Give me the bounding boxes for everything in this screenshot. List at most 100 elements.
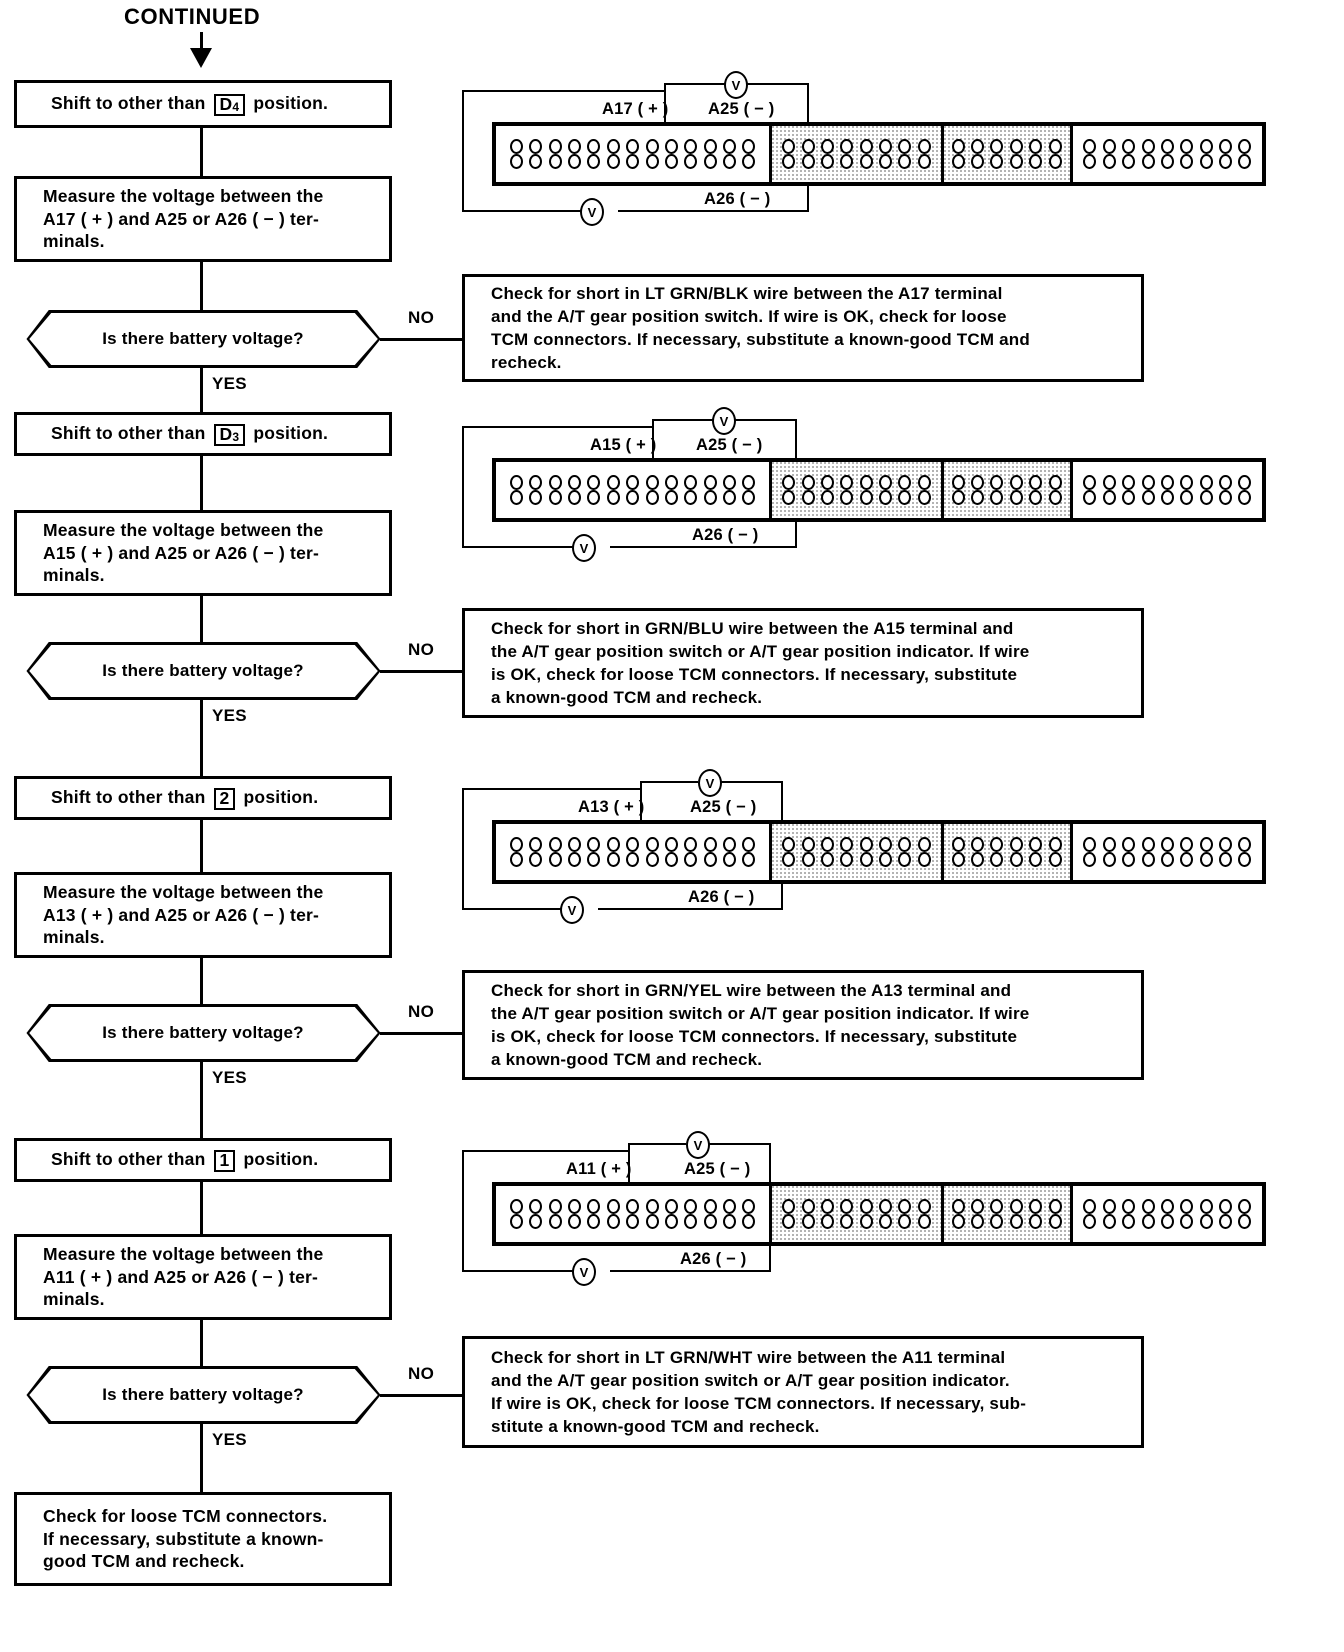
- step-box-shift-2[interactable]: Shift to other than 2 position.: [14, 776, 392, 820]
- decision-battery-voltage-4[interactable]: Is there battery voltage?: [14, 1366, 392, 1424]
- connector-pin: [840, 837, 854, 852]
- connector-pin: [1199, 154, 1213, 169]
- connector-pin: [703, 139, 717, 154]
- connector-pin-row: [949, 1199, 1065, 1214]
- connector-pin: [879, 1199, 893, 1214]
- flow-line: [200, 262, 203, 310]
- connector-pin: [1238, 1214, 1252, 1229]
- connector-pin: [971, 837, 985, 852]
- gear-designator-1: 1: [213, 1149, 236, 1173]
- connector-diagram-a13: V V A13 ( + ) A25 ( − ) A26 ( − ): [462, 766, 1266, 926]
- connector-pin: [801, 852, 815, 867]
- action-box-no-1[interactable]: Check for short in LT GRN/BLK wire betwe…: [462, 274, 1144, 382]
- connector-segment-3: [940, 126, 1070, 182]
- connector-pin: [568, 1214, 582, 1229]
- step-box-shift-d3[interactable]: Shift to other than D3 position.: [14, 412, 392, 456]
- connector-pin: [917, 139, 931, 154]
- step-box-measure-a17[interactable]: Measure the voltage between the A17 ( + …: [14, 176, 392, 262]
- connector-pin-row: [1080, 1214, 1254, 1229]
- connector-pin: [509, 852, 523, 867]
- connector-pin: [645, 1199, 659, 1214]
- meter-lead-top-right: [720, 781, 782, 783]
- connector-pin: [917, 490, 931, 505]
- step-box-measure-a13[interactable]: Measure the voltage between the A13 ( + …: [14, 872, 392, 958]
- connector-pin: [587, 490, 601, 505]
- connector-pin: [626, 1214, 640, 1229]
- connector-pin: [664, 852, 678, 867]
- meter-loop-bottom-left: [462, 908, 562, 910]
- connector-pin: [587, 837, 601, 852]
- decision-battery-voltage-3[interactable]: Is there battery voltage?: [14, 1004, 392, 1062]
- final-action-box-text: Check for loose TCM connectors. If neces…: [43, 1505, 328, 1572]
- connector-pin: [742, 837, 756, 852]
- connector-pin: [548, 139, 562, 154]
- connector-pin: [951, 154, 965, 169]
- connector-pin: [820, 1214, 834, 1229]
- connector-pin: [509, 475, 523, 490]
- connector-pin: [898, 490, 912, 505]
- connector-pin: [645, 475, 659, 490]
- connector-pin: [820, 475, 834, 490]
- no-branch-line: [380, 670, 462, 673]
- connector-pin-row: [949, 475, 1065, 490]
- connector-pin: [664, 139, 678, 154]
- connector-pin: [606, 837, 620, 852]
- step-box-shift-d4[interactable]: Shift to other than D4 position.: [14, 80, 392, 128]
- meter-lead-top-left: [664, 83, 726, 85]
- probe-pos-drop: [628, 1143, 630, 1193]
- connector-pin: [684, 1214, 698, 1229]
- connector-pin-row: [949, 837, 1065, 852]
- connector-pin: [1122, 475, 1136, 490]
- step-box-measure-a11[interactable]: Measure the voltage between the A11 ( + …: [14, 1234, 392, 1320]
- connector-pin: [664, 837, 678, 852]
- no-branch-line: [380, 1394, 462, 1397]
- step-box-shift-d4-text: Shift to other than D4 position.: [17, 92, 328, 117]
- flow-line: [200, 128, 203, 176]
- connector-pin: [1219, 475, 1232, 490]
- connector-pin: [879, 837, 893, 852]
- connector-pin: [587, 475, 601, 490]
- connector-pin: [1219, 490, 1232, 505]
- connector-pin: [990, 1199, 1004, 1214]
- terminal-label-positive: A13 ( + ): [578, 798, 645, 816]
- connector-pin: [951, 475, 965, 490]
- connector-pin: [742, 1214, 756, 1229]
- connector-pin: [587, 1199, 601, 1214]
- final-action-box[interactable]: Check for loose TCM connectors. If neces…: [14, 1492, 392, 1586]
- connector-pin: [1048, 837, 1062, 852]
- tcm-connector-block: [492, 820, 1266, 884]
- terminal-label-negative-bottom: A26 ( − ): [680, 1250, 747, 1268]
- action-box-no-3[interactable]: Check for short in GRN/YEL wire between …: [462, 970, 1144, 1080]
- decision-label: Is there battery voltage?: [102, 1385, 304, 1404]
- flow-line: [200, 1422, 203, 1492]
- meter-loop-bottom-left: [462, 210, 582, 212]
- connector-pin: [1199, 852, 1213, 867]
- connector-pin: [1083, 154, 1097, 169]
- no-branch-line: [380, 1032, 462, 1035]
- meter-lead-top-right: [734, 419, 796, 421]
- decision-battery-voltage-2[interactable]: Is there battery voltage?: [14, 642, 392, 700]
- connector-pin: [1122, 852, 1136, 867]
- connector-pin: [951, 1214, 965, 1229]
- connector-pin-row: [1080, 139, 1254, 154]
- step-box-shift-1[interactable]: Shift to other than 1 position.: [14, 1138, 392, 1182]
- connector-pin: [859, 490, 873, 505]
- decision-battery-voltage-1[interactable]: Is there battery voltage?: [14, 310, 392, 368]
- action-box-no-2[interactable]: Check for short in GRN/BLU wire between …: [462, 608, 1144, 718]
- connector-pin: [840, 139, 854, 154]
- connector-pin: [742, 154, 756, 169]
- connector-pin-row: [507, 139, 759, 154]
- step-box-measure-a17-text: Measure the voltage between the A17 ( + …: [43, 185, 324, 252]
- connector-segment-3: [940, 824, 1070, 880]
- connector-pin: [859, 1214, 873, 1229]
- connector-pin: [1048, 490, 1062, 505]
- step-box-measure-a15[interactable]: Measure the voltage between the A15 ( + …: [14, 510, 392, 596]
- terminal-label-negative-bottom: A26 ( − ): [692, 526, 759, 544]
- meter-loop-bottom-right: [610, 546, 796, 548]
- connector-pin: [684, 154, 698, 169]
- connector-pin-row: [949, 490, 1065, 505]
- connector-pin: [723, 852, 737, 867]
- terminal-label-positive: A15 ( + ): [590, 436, 657, 454]
- connector-pin: [1102, 154, 1116, 169]
- action-box-no-4[interactable]: Check for short in LT GRN/WHT wire betwe…: [462, 1336, 1144, 1448]
